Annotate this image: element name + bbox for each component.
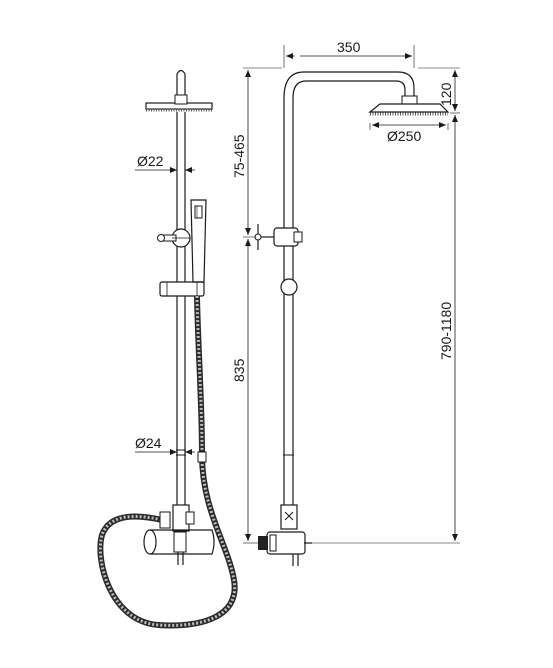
dim-valve-to-slider: 835 (231, 239, 251, 541)
front-riser-pipe (176, 112, 186, 505)
dim-head-drop: 120 (438, 70, 458, 111)
side-mixer-valve (258, 504, 312, 566)
side-slider-holder (280, 278, 298, 296)
side-diverter (254, 224, 303, 250)
front-slider-holder (159, 281, 205, 297)
front-hand-shower (190, 199, 207, 283)
head-drop-label: 120 (438, 82, 454, 106)
side-rain-head (368, 95, 450, 116)
front-hose (97, 295, 238, 629)
side-riser-and-arm (283, 71, 415, 505)
front-view: Ø22 Ø24 (97, 69, 238, 629)
side-view: 350 120 Ø250 75-465 835 7 (231, 39, 460, 566)
dim-lower-tube-diameter: Ø24 (135, 435, 195, 455)
head-diameter-label: Ø250 (387, 128, 421, 144)
dim-overall-height: 790-1180 (438, 115, 458, 541)
valve-to-slider-label: 835 (231, 358, 247, 382)
extension-lines (243, 45, 460, 544)
dim-upper-tube-diameter: Ø22 (135, 153, 195, 173)
dim-head-diameter: Ø250 (372, 122, 446, 144)
front-top-tube (176, 69, 186, 105)
front-rain-head (145, 94, 213, 112)
front-diverter (157, 228, 191, 248)
dim-arm-length: 350 (286, 39, 412, 59)
lower-tube-diameter-label: Ø24 (135, 435, 162, 451)
upper-tube-diameter-label: Ø22 (137, 153, 164, 169)
arm-length-label: 350 (337, 39, 361, 55)
front-mixer-valve (143, 504, 215, 565)
top-adjust-label: 75-465 (231, 134, 247, 178)
overall-height-label: 790-1180 (438, 302, 454, 360)
dim-top-adjust: 75-465 (231, 70, 251, 235)
